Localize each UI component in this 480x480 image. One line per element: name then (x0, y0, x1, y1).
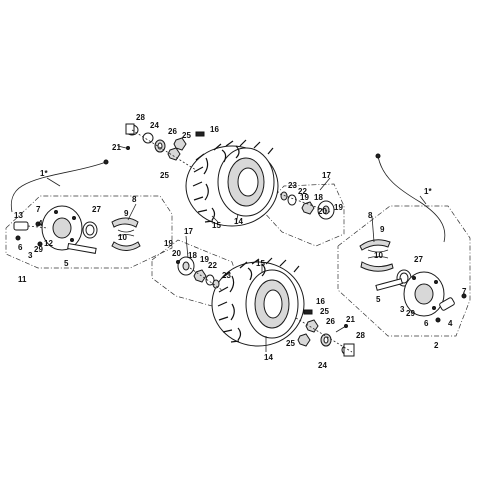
callout-8-left: 8 (132, 195, 137, 204)
callout-21-lower: 21 (346, 315, 355, 324)
callout-23-right: 23 (288, 181, 297, 190)
right-brake-boundary (337, 205, 471, 337)
callout-8-right: 8 (368, 211, 373, 220)
lower-hardware-stack (295, 309, 355, 357)
callout-16-upper: 16 (210, 125, 219, 134)
upper-tire (185, 139, 279, 227)
callout-26-upper: 26 (168, 127, 177, 136)
callout-24-upper: 24 (150, 121, 159, 130)
callout-25-upper-a: 25 (182, 131, 191, 140)
left-cable-end (103, 159, 109, 165)
callout-15-lower: 15 (256, 259, 265, 268)
center-hub-set (176, 256, 223, 291)
callout-numbers: 1* 1* 11 13 7 4 6 3 29 12 27 8 9 10 5 28… (14, 113, 467, 370)
callout-3-right: 3 (400, 305, 405, 314)
callout-10-left: 10 (118, 233, 127, 242)
callout-19-right-a: 19 (300, 193, 309, 202)
callout-18-center: 18 (188, 251, 197, 260)
callout-14-lower: 14 (264, 353, 273, 362)
callout-18-right: 18 (314, 193, 323, 202)
callout-21-upper: 21 (112, 143, 121, 152)
callout-20-center: 20 (172, 249, 181, 258)
upper-hardware-stack (117, 123, 205, 171)
callout-19-center-a: 19 (164, 239, 173, 248)
callout-15-upper: 15 (212, 221, 221, 230)
callout-11: 11 (18, 275, 27, 284)
callout-29-right: 29 (406, 309, 415, 318)
callout-28-upper: 28 (136, 113, 145, 122)
callout-7-left: 7 (36, 205, 41, 214)
callout-9-left: 9 (124, 209, 129, 218)
callout-6-right: 6 (424, 319, 429, 328)
lower-tire (211, 257, 305, 347)
right-brake-cable (377, 155, 446, 243)
callout-29-left: 29 (34, 245, 43, 254)
callout-17-right: 17 (322, 171, 331, 180)
callout-16-lower: 16 (316, 297, 325, 306)
leader-lines (46, 177, 427, 352)
callout-17-center: 17 (184, 227, 193, 236)
callout-1-right: 1* (424, 187, 432, 196)
right-cable-end (375, 153, 381, 159)
callout-22-right: 22 (298, 187, 307, 196)
right-hub-boundary (261, 183, 345, 247)
left-brake-assembly (13, 205, 141, 254)
left-brake-boundary (5, 195, 173, 269)
callout-14-upper: 14 (234, 217, 243, 226)
callout-6-left: 6 (18, 243, 23, 252)
callout-27-right: 27 (414, 255, 423, 264)
right-hub-set (279, 191, 335, 220)
callout-28-lower: 28 (356, 331, 365, 340)
callout-9-right: 9 (380, 225, 385, 234)
callout-27-left: 27 (92, 205, 101, 214)
left-brake-cable (10, 161, 107, 213)
callout-5-right: 5 (376, 295, 381, 304)
callout-24-lower: 24 (318, 361, 327, 370)
callout-25-lower-a: 25 (320, 307, 329, 316)
callout-12: 12 (44, 239, 53, 248)
callout-7-right: 7 (462, 287, 467, 296)
callout-5-left: 5 (64, 259, 69, 268)
callout-19-center-b: 19 (200, 255, 209, 264)
callout-13: 13 (14, 211, 23, 220)
callout-19-right-b: 19 (334, 203, 343, 212)
callout-4-right: 4 (448, 319, 453, 328)
callout-20-right: 20 (318, 207, 327, 216)
callout-2: 2 (434, 341, 439, 350)
callout-25-upper-b: 25 (160, 171, 169, 180)
callout-4-left: 4 (38, 219, 43, 228)
callout-10-right: 10 (374, 251, 383, 260)
callout-26-lower: 26 (326, 317, 335, 326)
callout-23-center: 23 (222, 271, 231, 280)
callout-25-lower-b: 25 (286, 339, 295, 348)
right-brake-assembly (359, 239, 467, 323)
callout-3-left: 3 (28, 251, 33, 260)
callout-22-center: 22 (208, 261, 217, 270)
callout-1-left: 1* (40, 169, 48, 178)
